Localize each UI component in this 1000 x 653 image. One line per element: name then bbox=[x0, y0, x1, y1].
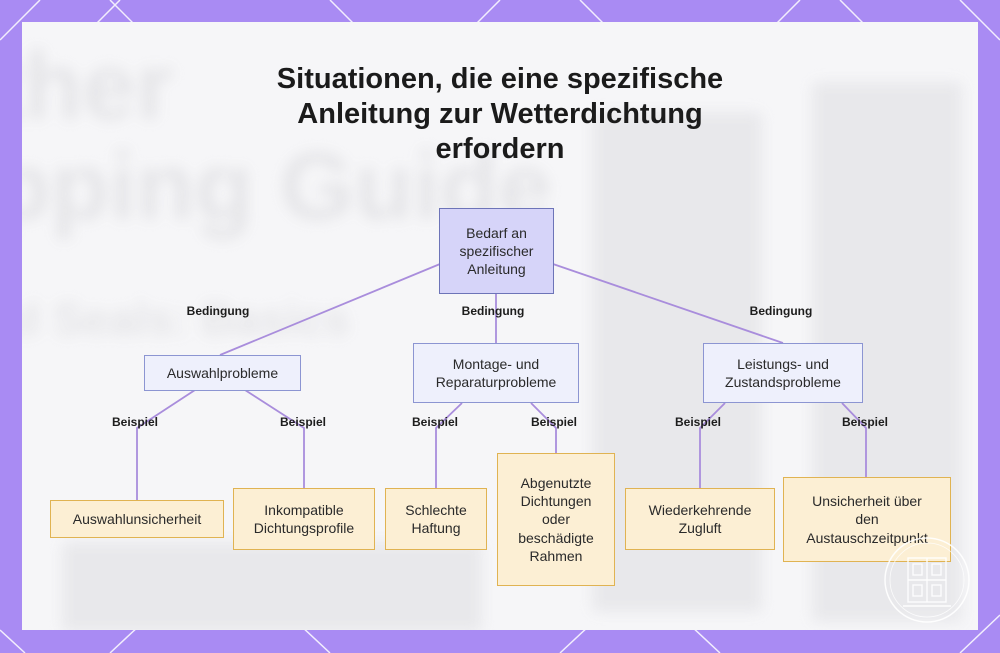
edge-label-condition-1: Bedingung bbox=[187, 304, 250, 318]
leaf-node-selection-uncertainty: Auswahlunsicherheit bbox=[50, 500, 224, 538]
leaf-node-recurring-draft: Wiederkehrende Zugluft bbox=[625, 488, 775, 550]
edge-label-example-3: Beispiel bbox=[412, 415, 458, 429]
edge-label-example-5: Beispiel bbox=[675, 415, 721, 429]
leaf-node-worn-seals: Abgenutzte Dichtungen oder beschädigte R… bbox=[497, 453, 615, 586]
leaf-node-poor-adhesion: Schlechte Haftung bbox=[385, 488, 487, 550]
edge-label-example-2: Beispiel bbox=[280, 415, 326, 429]
root-node: Bedarf an spezifischer Anleitung bbox=[439, 208, 554, 294]
window-logo-icon bbox=[883, 536, 971, 624]
edge-label-condition-3: Bedingung bbox=[750, 304, 813, 318]
edge-label-example-4: Beispiel bbox=[531, 415, 577, 429]
category-node-selection: Auswahlprobleme bbox=[144, 355, 301, 391]
category-node-installation: Montage- und Reparaturprobleme bbox=[413, 343, 579, 403]
edge-label-condition-2: Bedingung bbox=[462, 304, 525, 318]
category-node-performance: Leistungs- und Zustandsprobleme bbox=[703, 343, 863, 403]
leaf-node-incompatible-profiles: Inkompatible Dichtungsprofile bbox=[233, 488, 375, 550]
edge-label-example-6: Beispiel bbox=[842, 415, 888, 429]
edge-label-example-1: Beispiel bbox=[112, 415, 158, 429]
